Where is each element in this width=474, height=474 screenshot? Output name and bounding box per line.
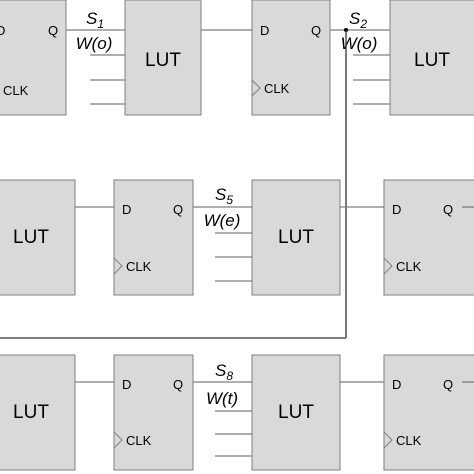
ff-d-label: D	[122, 377, 131, 392]
ff-clk-label: CLK	[396, 433, 422, 448]
row-2: LUT D Q CLK S5 W(e) LUT D Q	[0, 179, 474, 296]
clock-triangle-icon	[383, 257, 393, 275]
ff-q-label: Q	[443, 377, 453, 392]
ff-q-label: Q	[173, 202, 183, 217]
ff-clk-label: CLK	[126, 433, 152, 448]
lut-label: LUT	[414, 50, 450, 71]
row-1: D Q CLK S1 W(o) LUT D Q CLK S2	[0, 0, 474, 116]
lut-body	[389, 0, 474, 116]
flip-flop-body	[0, 0, 67, 116]
signal-s8-label: S8	[215, 361, 233, 383]
lut-label: LUT	[13, 227, 49, 248]
ff-q-label: Q	[311, 23, 321, 38]
flip-flop-r2-a: D Q CLK	[113, 179, 194, 296]
lut-r1-a: LUT	[124, 0, 202, 116]
clock-triangle-icon	[113, 257, 123, 275]
ff-q-label: Q	[443, 202, 453, 217]
lut-label: LUT	[278, 227, 314, 248]
lut-body	[251, 179, 341, 296]
ff-clk-label: CLK	[264, 81, 290, 96]
lut-label: LUT	[145, 50, 181, 71]
flip-flop-r3-b: D Q CLK	[383, 354, 474, 471]
lut-body	[0, 179, 76, 296]
flip-flop-r2-b: D Q CLK	[383, 179, 474, 296]
lut-body	[124, 0, 202, 116]
ff-d-label: D	[392, 377, 401, 392]
lut-body	[251, 354, 341, 471]
ff-d-label: D	[122, 202, 131, 217]
clock-triangle-icon	[383, 431, 393, 449]
signal-s1-label: S1	[86, 9, 104, 31]
lut-r3-a: LUT	[0, 354, 76, 471]
flip-flop-body	[251, 0, 331, 116]
signal-s2-weight: W(o)	[341, 34, 378, 53]
signal-s8-weight: W(t)	[206, 389, 238, 408]
ff-q-label: Q	[48, 23, 58, 38]
clock-triangle-icon	[113, 431, 123, 449]
row-3: LUT D Q CLK S8 W(t) LUT D Q	[0, 354, 474, 471]
lut-r2-a: LUT	[0, 179, 76, 296]
lut-body	[0, 354, 76, 471]
lut-label: LUT	[278, 402, 314, 423]
clock-triangle-icon	[251, 79, 261, 97]
ff-q-label: Q	[173, 377, 183, 392]
signal-s5-label: S5	[215, 185, 233, 207]
signal-s5-weight: W(e)	[204, 211, 241, 230]
lut-r3-b: LUT	[251, 354, 341, 471]
flip-flop-r3-a: D Q CLK	[113, 354, 194, 471]
flip-flop-body	[383, 179, 474, 296]
flip-flop-r1-a: D Q CLK	[0, 0, 67, 116]
flip-flop-r1-b: D Q CLK	[251, 0, 331, 116]
ff-clk-label: CLK	[3, 83, 29, 98]
flip-flop-body	[113, 354, 194, 471]
ff-d-label: D	[392, 202, 401, 217]
lut-r2-b: LUT	[251, 179, 341, 296]
flip-flop-body	[113, 179, 194, 296]
ff-d-label: D	[0, 23, 5, 38]
ff-d-label: D	[260, 23, 269, 38]
ff-clk-label: CLK	[396, 259, 422, 274]
lut-label: LUT	[13, 402, 49, 423]
lut-r1-b: LUT	[389, 0, 474, 116]
flip-flop-body	[383, 354, 474, 471]
signal-s1-weight: W(o)	[76, 34, 113, 53]
signal-s2-label: S2	[349, 9, 367, 31]
ff-clk-label: CLK	[126, 259, 152, 274]
